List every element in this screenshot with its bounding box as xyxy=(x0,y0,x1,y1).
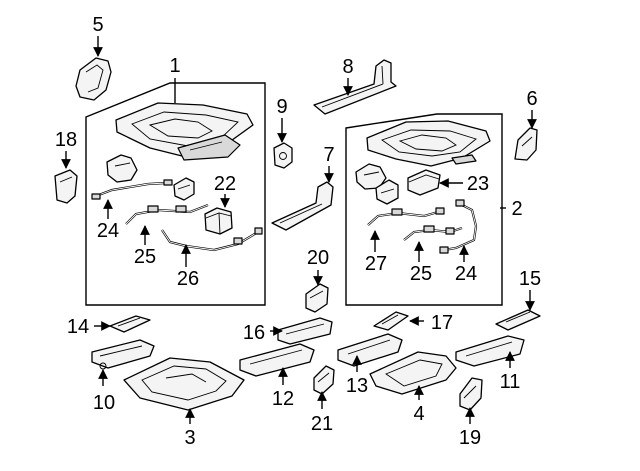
part-right-gearbox xyxy=(375,179,399,205)
part-16-rail-cover xyxy=(277,317,333,345)
callout-14: 14 xyxy=(67,316,89,338)
callout-24-right: 24 xyxy=(455,263,477,285)
part-5-headrest-guide xyxy=(75,57,112,101)
part-27-cable xyxy=(367,207,445,226)
callout-labels: 5 1 8 6 9 18 7 22 23 2 24 25 26 27 25 24… xyxy=(55,14,541,449)
part-6-side-bracket xyxy=(514,127,538,161)
callout-18: 18 xyxy=(55,129,77,151)
part-25-cable-right xyxy=(403,225,463,241)
callout-20: 20 xyxy=(307,247,329,269)
callout-7: 7 xyxy=(323,144,334,166)
callout-22: 22 xyxy=(214,173,236,195)
callout-8: 8 xyxy=(342,56,353,78)
callout-10: 10 xyxy=(93,392,115,414)
callout-9: 9 xyxy=(276,96,287,118)
part-left-gearbox xyxy=(173,177,195,201)
callout-17: 17 xyxy=(431,312,453,334)
callout-6: 6 xyxy=(526,88,537,110)
part-25-cable-left xyxy=(125,203,209,225)
callout-27: 27 xyxy=(365,253,387,275)
callout-16: 16 xyxy=(243,322,265,344)
callout-11: 11 xyxy=(500,371,521,393)
callout-19: 19 xyxy=(459,427,481,449)
part-23-module xyxy=(407,169,441,196)
part-22-motor xyxy=(204,207,233,235)
part-24-cable-left xyxy=(91,179,173,200)
part-8-rail-cover xyxy=(313,59,397,115)
part-13-rail-cover xyxy=(337,333,403,367)
part-3-tray xyxy=(123,357,245,411)
part-9-bracket xyxy=(273,142,293,169)
callout-24-left: 24 xyxy=(97,220,119,242)
callout-15: 15 xyxy=(519,268,541,290)
callout-3: 3 xyxy=(184,427,195,449)
part-21-bracket xyxy=(313,365,335,395)
part-18-clip xyxy=(54,169,78,204)
callout-2: 2 xyxy=(511,198,522,220)
part-19-bracket xyxy=(459,377,483,411)
part-15-trim xyxy=(495,309,541,331)
part-1-adjuster-frame xyxy=(115,102,254,161)
part-10-rail-cover xyxy=(91,339,155,370)
part-11-rail-cover xyxy=(455,335,525,367)
part-12-rail-cover xyxy=(239,343,315,377)
part-17-trim xyxy=(373,311,409,331)
part-4-tray xyxy=(369,351,457,395)
callout-25-left: 25 xyxy=(134,246,156,268)
part-left-motor-housing xyxy=(106,154,138,183)
assembly-box-right xyxy=(345,113,503,306)
callout-26: 26 xyxy=(177,268,199,290)
part-24-cable-right xyxy=(439,199,478,254)
callout-4: 4 xyxy=(413,403,424,425)
part-7-rail-cover xyxy=(271,181,334,231)
leader-lines xyxy=(61,36,537,424)
callout-21: 21 xyxy=(311,413,333,435)
part-right-motor-housing xyxy=(355,163,387,190)
callout-25-right: 25 xyxy=(410,263,432,285)
callout-23: 23 xyxy=(467,173,489,195)
callout-5: 5 xyxy=(92,14,103,36)
part-20-bracket xyxy=(305,283,329,313)
callout-1: 1 xyxy=(169,55,180,77)
callout-12: 12 xyxy=(272,388,294,410)
part-26-cable xyxy=(161,227,263,252)
assembly-box-left xyxy=(85,82,266,306)
part-14-trim xyxy=(109,315,151,333)
callout-13: 13 xyxy=(346,375,368,397)
part-2-adjuster-frame xyxy=(366,120,491,167)
